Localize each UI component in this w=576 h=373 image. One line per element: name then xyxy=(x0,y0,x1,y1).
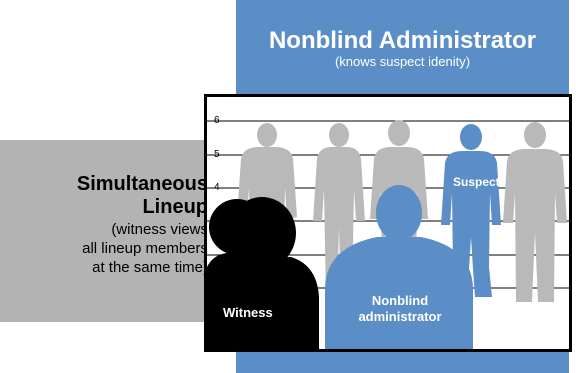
lineup-type-description: (witness views all lineup members at the… xyxy=(0,220,208,277)
administrator-label-line1: Nonblind xyxy=(371,293,429,308)
height-label-4: 4 xyxy=(214,182,220,193)
witness-figure xyxy=(207,197,319,349)
lineup-type-panel xyxy=(0,140,212,322)
administrator-label-line2: administrator xyxy=(358,309,442,324)
administrator-subtitle: (knows suspect idenity) xyxy=(334,54,471,69)
lineup-title-line1: Simultaneous xyxy=(76,173,208,195)
witness-label: Witness xyxy=(223,305,273,320)
lineup-type-title: Simultaneous Lineup xyxy=(0,173,208,219)
height-label-5: 5 xyxy=(214,149,220,160)
height-label-3: 3 xyxy=(214,215,220,226)
administrator-title: Nonblind Administrator xyxy=(268,27,537,54)
administrator-figure xyxy=(325,185,473,349)
administrator-label: Nonblind administrator xyxy=(347,293,453,325)
lineup-desc-line2: all lineup members xyxy=(82,240,208,257)
lineup-scene: 6 5 4 3 Suspect Witness Nonblind adminis… xyxy=(204,94,572,352)
lineup-member-5 xyxy=(503,122,567,302)
height-label-6: 6 xyxy=(214,115,220,126)
lineup-title-line2: Lineup xyxy=(142,196,208,218)
lineup-illustration xyxy=(207,120,569,349)
lineup-desc-line3: at the same time) xyxy=(92,259,208,276)
suspect-label: Suspect xyxy=(453,175,500,189)
lineup-desc-line1: (witness views xyxy=(111,221,208,238)
